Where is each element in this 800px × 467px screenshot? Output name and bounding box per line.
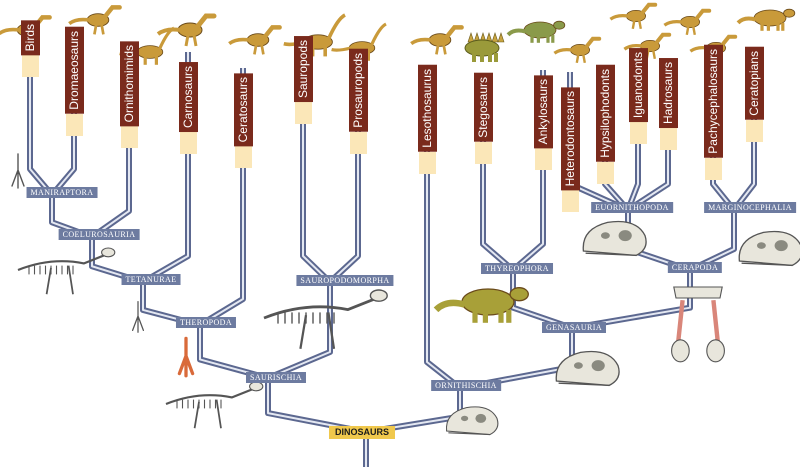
taxon-bar-hypsilophodonts — [597, 162, 614, 184]
taxon-label-prosauropods: Prosauropods — [349, 49, 368, 132]
tree-branch-core-birds-maniraptora — [29, 68, 53, 196]
cerapod-jaw-icon — [671, 286, 725, 363]
tree-branch-birds-maniraptora — [27, 68, 55, 197]
taxon-bar-ornithomimids — [121, 126, 138, 148]
taxon-bar-pachycephalosaurs — [705, 158, 722, 180]
clade-label-genasauria: GENASAURIA — [542, 322, 606, 333]
saurischian-skeleton-icon — [165, 381, 264, 429]
taxon-bar-iguanodonts — [630, 122, 647, 144]
ornithischian-skull-icon — [445, 406, 499, 436]
clade-label-ornithischia: ORNITHISCHIA — [431, 380, 501, 391]
root-label-dinosaurs: DINOSAURS — [328, 426, 396, 439]
taxon-label-hadrosaurs: Hadrosaurs — [659, 58, 678, 129]
clade-label-marginocephalia: MARGINOCEPHALIA — [704, 202, 796, 213]
taxon-bar-heterodontosaurs — [562, 190, 579, 212]
ankylosaur-icon — [506, 20, 566, 43]
taxon-bar-ankylosaurs — [535, 148, 552, 170]
sauropodomorph-skeleton-icon — [263, 289, 388, 349]
clade-label-sauropodomorpha: SAUROPODOMORPHA — [296, 275, 394, 286]
lesothosaurus-icon — [410, 25, 464, 55]
theropod-foot-icon — [177, 336, 195, 378]
clade-label-tetanurae: TETANURAE — [121, 274, 181, 285]
clade-label-cerapoda: CERAPODA — [667, 262, 723, 273]
maniraptor-skeleton-icon — [17, 247, 116, 295]
taxon-label-dromaeosaurs: Dromaeosaurs — [65, 27, 84, 114]
taxon-bar-birds — [22, 55, 39, 77]
taxon-bar-ceratosaurs — [235, 146, 252, 168]
tree-branch-core-sauropodomorpha-saurischia — [267, 282, 331, 379]
clade-label-maniraptora: MANIRAPTORA — [26, 187, 98, 198]
taxon-label-hypsilophodonts: Hypsilophodonts — [596, 65, 615, 162]
taxon-label-ceratosaurs: Ceratosaurs — [234, 73, 253, 147]
hypsilophodont-icon — [609, 2, 658, 30]
genasaur-skull-icon — [555, 350, 620, 387]
taxon-label-stegosaurs: Stegosaurs — [474, 73, 493, 142]
taxon-label-heterodontosaurs: Heterodontosaurs — [561, 87, 580, 191]
clade-label-euornithopoda: EUORNITHOPODA — [591, 202, 673, 213]
clade-label-coelurosauria: COELUROSAURIA — [58, 229, 140, 240]
scelidosaurus-icon — [433, 287, 529, 323]
taxon-bar-lesothosaurus — [419, 152, 436, 174]
taxon-bar-prosauropods — [350, 132, 367, 154]
taxon-label-iguanodonts: Iguanodonts — [629, 48, 648, 123]
tree-branch-marginocephalia-cerapoda — [688, 210, 737, 273]
taxon-label-pachycephalosaurs: Pachycephalosaurs — [704, 45, 723, 158]
hadrosaur-icon — [663, 8, 712, 36]
clade-label-theropoda: THEROPODA — [175, 317, 237, 328]
euornithopod-skull-icon — [582, 220, 647, 257]
taxon-label-ornithomimids: Ornithomimids — [120, 41, 139, 127]
taxon-bar-ceratopians — [746, 120, 763, 142]
tree-branch-core-thyreophora-genasauria — [512, 270, 573, 329]
taxon-label-lesothosaurus: Lesothosaurus — [418, 65, 437, 152]
tree-branch-genasauria-ornithischia — [459, 328, 575, 391]
clade-label-thyreophora: THYREOPHORA — [481, 263, 553, 274]
tree-branch-cerapoda-genasauria — [571, 270, 693, 331]
bird-foot-icon — [11, 153, 25, 189]
tree-branch-sauropodomorpha-saurischia — [266, 282, 333, 381]
carnosaur-icon — [156, 13, 217, 47]
taxon-label-ankylosaurs: Ankylosaurs — [534, 75, 553, 149]
clade-label-saurischia: SAURISCHIA — [245, 372, 307, 383]
tree-branch-core-saurischia-root — [267, 378, 367, 433]
dromaeosaur-icon — [68, 5, 122, 35]
taxon-label-carnosaurs: Carnosaurs — [179, 62, 198, 133]
taxon-label-sauropods: Sauropods — [294, 36, 313, 103]
taxon-bar-carnosaurs — [180, 132, 197, 154]
tree-branch-core-theropoda-saurischia — [199, 325, 269, 379]
tree-branch-theropoda-saurischia — [197, 325, 269, 381]
ceratopian-icon — [736, 8, 796, 31]
taxon-bar-hadrosaurs — [660, 128, 677, 150]
tetanurae-hand-icon — [131, 300, 145, 333]
taxon-label-ceratopians: Ceratopians — [745, 47, 764, 120]
taxon-bar-sauropods — [295, 102, 312, 124]
taxon-bar-dromaeosaurs — [66, 114, 83, 136]
tree-branch-core-cerapoda-genasauria — [571, 270, 691, 329]
taxon-bar-stegosaurs — [475, 142, 492, 164]
taxon-label-birds: Birds — [21, 20, 40, 56]
tree-branch-saurischia-root — [265, 378, 367, 435]
heterodontosaur-icon — [553, 36, 602, 64]
stegosaur-icon — [464, 32, 505, 62]
marginocephalian-skull-icon — [738, 230, 800, 267]
ceratosaur-icon — [228, 25, 282, 55]
